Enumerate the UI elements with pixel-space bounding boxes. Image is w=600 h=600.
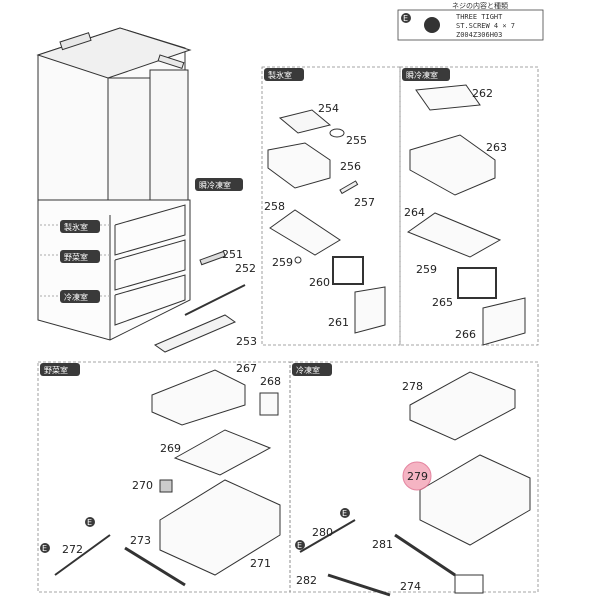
part-label-257: 257 <box>354 196 375 209</box>
section-tag-quick-freeze: 瞬冷凍室 <box>402 68 450 81</box>
part-label-252: 252 <box>235 262 256 275</box>
part-254-illustration <box>278 109 332 134</box>
refrigerator-illustration <box>36 27 192 341</box>
fridge-tag-vegetable: 野菜室 <box>60 250 100 263</box>
part-258-illustration <box>269 209 341 256</box>
part-label-259a: 259 <box>272 256 293 269</box>
part-263-illustration <box>409 134 496 196</box>
svg-text:野菜室: 野菜室 <box>44 365 68 375</box>
section-tag-ice: 製氷室 <box>264 68 304 81</box>
svg-text:瞬冷凍室: 瞬冷凍室 <box>199 180 231 190</box>
screw-tag-e-272 <box>40 543 50 553</box>
part-259a-illustration <box>294 256 302 264</box>
part-274-illustration <box>454 574 484 594</box>
fridge-tag-quick-freeze: 瞬冷凍室 <box>195 178 243 191</box>
part-266-illustration <box>482 297 526 346</box>
part-label-270: 270 <box>132 479 153 492</box>
part-label-261: 261 <box>328 316 349 329</box>
part-269-illustration <box>173 429 272 476</box>
part-label-273: 273 <box>130 534 151 547</box>
part-label-282: 282 <box>296 574 317 587</box>
fridge-tag-ice: 製氷室 <box>60 220 100 233</box>
part-label-251: 251 <box>222 248 243 261</box>
part-label-259b: 259 <box>416 263 437 276</box>
section-quick-freeze-box <box>399 66 539 346</box>
part-279-highlight <box>402 461 432 491</box>
screw-icon <box>424 17 440 33</box>
screw-tag-icon <box>401 13 411 23</box>
svg-text:製氷室: 製氷室 <box>64 222 88 232</box>
part-label-253: 253 <box>236 335 257 348</box>
part-262-illustration <box>415 84 481 111</box>
svg-text:製氷室: 製氷室 <box>268 70 292 80</box>
part-label-269: 269 <box>160 442 181 455</box>
part-272-illustration <box>54 534 111 576</box>
svg-text:冷凍室: 冷凍室 <box>64 292 88 302</box>
part-label-271: 271 <box>250 557 271 570</box>
part-label-280: 280 <box>312 526 333 539</box>
part-label-262: 262 <box>472 87 493 100</box>
part-261-illustration <box>354 286 386 334</box>
part-257-illustration <box>339 180 359 195</box>
part-251-illustration <box>199 250 226 266</box>
part-260-illustration <box>332 256 364 285</box>
part-270-illustration <box>159 479 173 493</box>
part-label-263: 263 <box>486 141 507 154</box>
svg-text:E: E <box>297 541 302 550</box>
part-273-illustration <box>124 546 186 587</box>
screw-legend-header: ネジの内容と種類 <box>452 1 508 10</box>
section-freezer-box <box>289 361 539 593</box>
part-252-illustration <box>184 284 246 316</box>
part-label-255: 255 <box>346 134 367 147</box>
part-267-illustration <box>151 369 246 426</box>
screw-line1: THREE TIGHT <box>456 13 503 21</box>
part-label-254: 254 <box>318 102 339 115</box>
part-label-274: 274 <box>400 580 421 593</box>
svg-text:野菜室: 野菜室 <box>64 252 88 262</box>
part-256-illustration <box>267 142 331 189</box>
screw-tag-e-280 <box>295 540 305 550</box>
part-label-266: 266 <box>455 328 476 341</box>
part-278-illustration <box>409 371 516 441</box>
svg-text:冷凍室: 冷凍室 <box>296 365 320 375</box>
svg-text:E: E <box>42 544 47 553</box>
part-253-illustration <box>153 314 237 353</box>
svg-text:E: E <box>403 14 408 23</box>
part-label-278: 278 <box>402 380 423 393</box>
part-264-illustration <box>406 212 502 258</box>
part-label-260: 260 <box>309 276 330 289</box>
part-label-258: 258 <box>264 200 285 213</box>
screw-line2: ST.SCREW 4 × 7 <box>456 22 515 30</box>
svg-text:E: E <box>87 518 92 527</box>
screw-line3: Z004Z306H03 <box>456 31 502 39</box>
screw-legend: ネジの内容と種類 E THREE TIGHT ST.SCREW 4 × 7 Z0… <box>397 1 544 41</box>
part-271-illustration <box>159 479 281 576</box>
part-268-illustration <box>259 392 279 416</box>
part-282-illustration <box>327 573 391 597</box>
part-label-256: 256 <box>340 160 361 173</box>
fridge-tag-freezer: 冷凍室 <box>60 290 100 303</box>
part-281-illustration <box>394 533 456 577</box>
part-265-illustration <box>457 267 497 299</box>
svg-text:E: E <box>342 509 347 518</box>
part-279-illustration <box>419 454 531 546</box>
part-label-265: 265 <box>432 296 453 309</box>
part-280-illustration <box>299 519 356 553</box>
part-label-281: 281 <box>372 538 393 551</box>
part-label-268: 268 <box>260 375 281 388</box>
section-tag-vegetable: 野菜室 <box>40 363 80 376</box>
svg-text:瞬冷凍室: 瞬冷凍室 <box>406 70 438 80</box>
part-label-279: 279 <box>407 470 428 483</box>
screw-tag-e-272b <box>85 517 95 527</box>
section-tag-freezer: 冷凍室 <box>292 363 332 376</box>
part-255-illustration <box>329 128 345 138</box>
part-label-264: 264 <box>404 206 425 219</box>
part-label-272: 272 <box>62 543 83 556</box>
screw-tag-e-280b <box>340 508 350 518</box>
part-label-267: 267 <box>236 362 257 375</box>
